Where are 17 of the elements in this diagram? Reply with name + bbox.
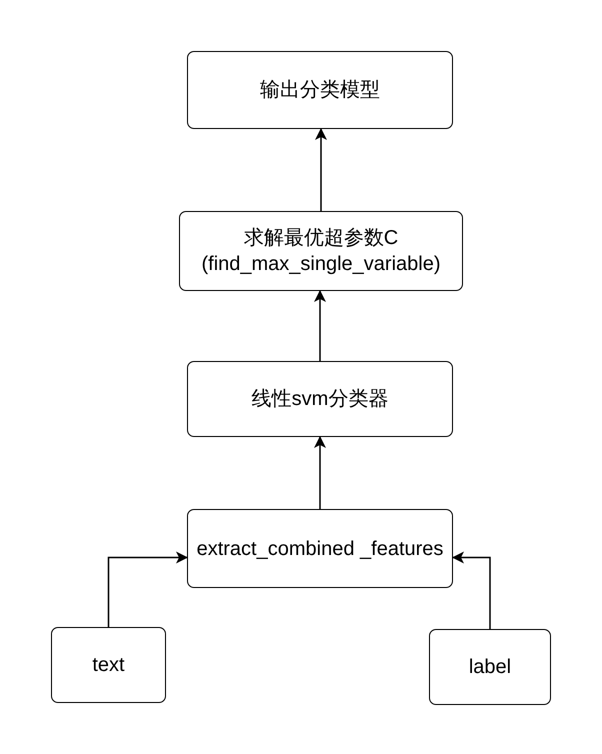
box-label: extract_combined _features (196, 536, 444, 562)
input-box (429, 629, 551, 705)
process-box (187, 51, 453, 129)
process-box (187, 361, 453, 437)
box-label: label (468, 655, 512, 680)
box-label: 输出分类模型 (259, 78, 381, 103)
box-label: 求解最优超参数C (find_max_single_variable) (200, 226, 442, 277)
arrow (314, 290, 326, 361)
arrow (452, 552, 491, 629)
box-label: text (91, 653, 126, 678)
arrow (108, 552, 188, 627)
box-label: 线性svm分类器 (250, 387, 390, 412)
process-box (187, 509, 453, 588)
input-box (51, 627, 166, 703)
process-box (179, 211, 463, 291)
arrow (314, 436, 326, 509)
arrow (315, 128, 327, 211)
